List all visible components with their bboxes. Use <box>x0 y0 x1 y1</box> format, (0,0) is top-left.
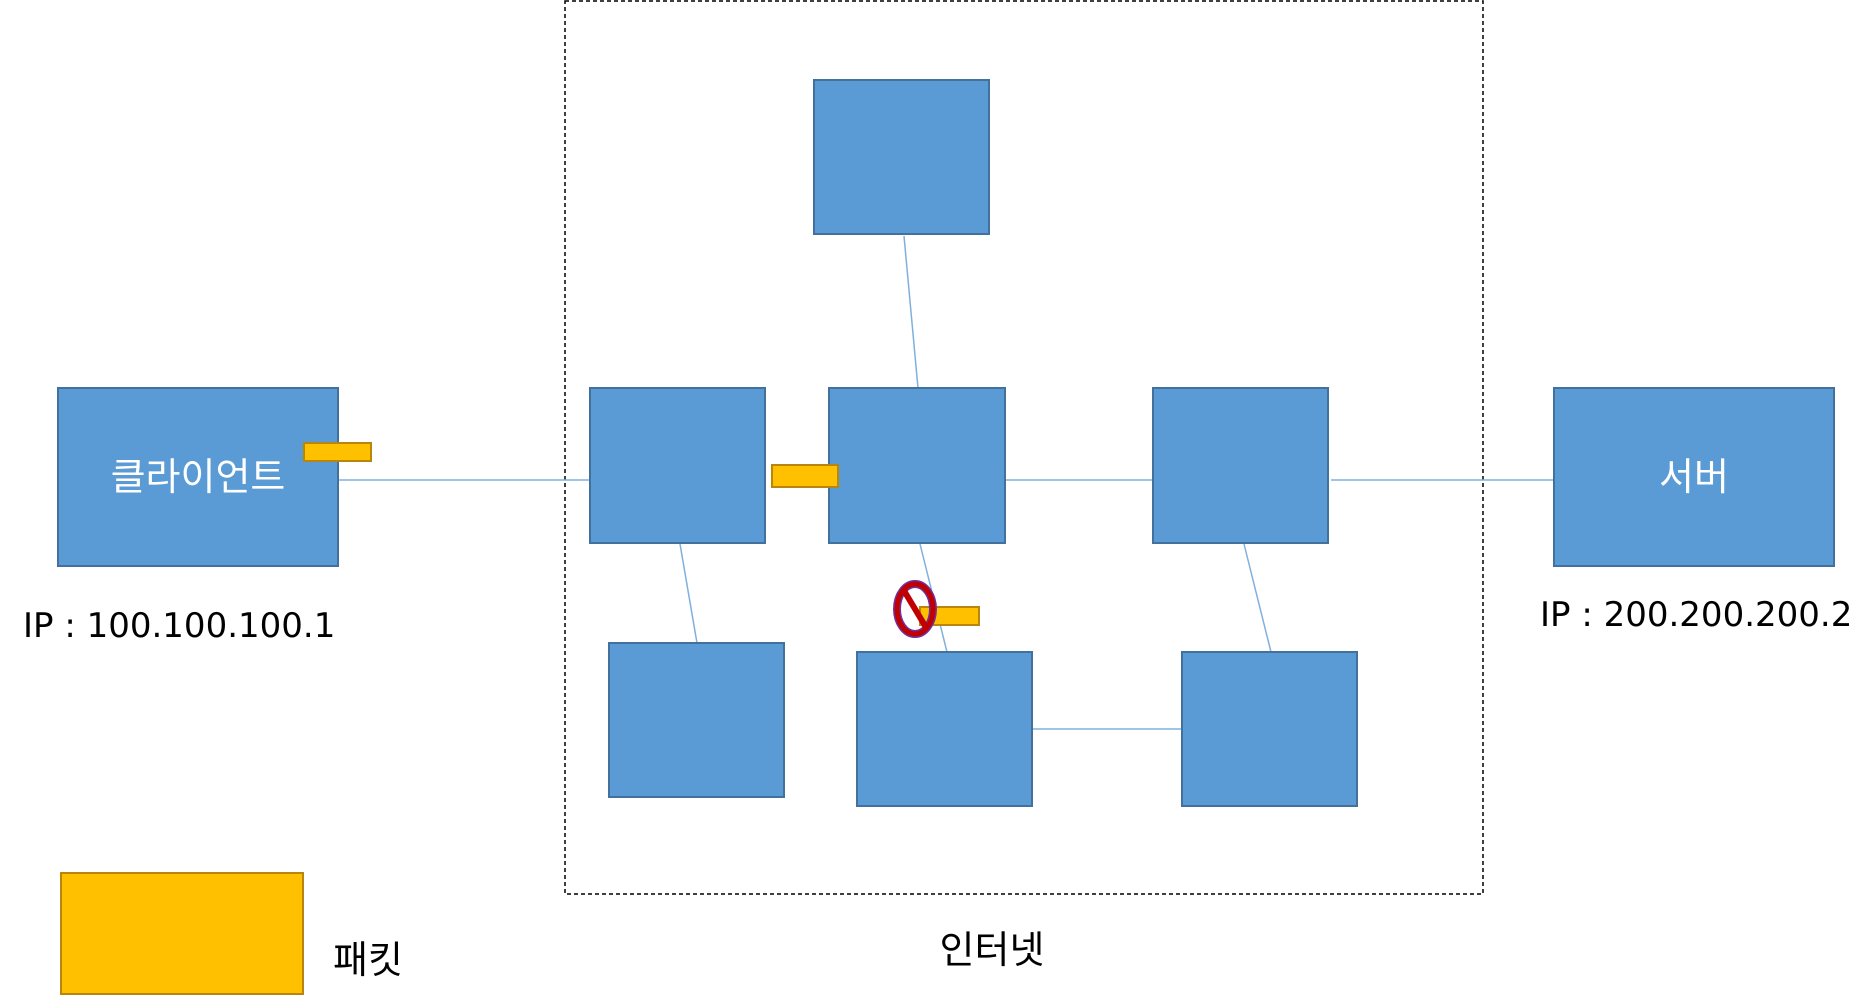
server-label: 서버 <box>1659 455 1729 499</box>
internet-boundary <box>564 0 1484 895</box>
client-ip-label: IP : 100.100.100.1 <box>23 606 335 646</box>
link-right-bottomright <box>1243 543 1272 653</box>
link-top-center <box>903 235 919 389</box>
client-node <box>57 387 339 567</box>
router-bottom-left <box>608 642 785 798</box>
router-center <box>828 387 1006 544</box>
router-bottom-center <box>856 651 1033 807</box>
router-top <box>813 79 990 235</box>
internet-label: 인터넷 <box>940 928 1045 972</box>
packet-at-client <box>303 442 372 462</box>
router-bottom-right <box>1181 651 1358 807</box>
prohibited-icon <box>893 580 937 638</box>
server-node <box>1553 387 1835 567</box>
legend-packet-label: 패킷 <box>333 938 403 982</box>
packet-in-transit <box>771 464 839 488</box>
link-left-bottomleft <box>679 543 698 644</box>
legend-packet-swatch <box>60 872 304 995</box>
router-right <box>1152 387 1329 544</box>
server-ip-label: IP : 200.200.200.2 <box>1540 595 1852 635</box>
client-label: 클라이언트 <box>111 455 286 499</box>
router-left <box>589 387 766 544</box>
